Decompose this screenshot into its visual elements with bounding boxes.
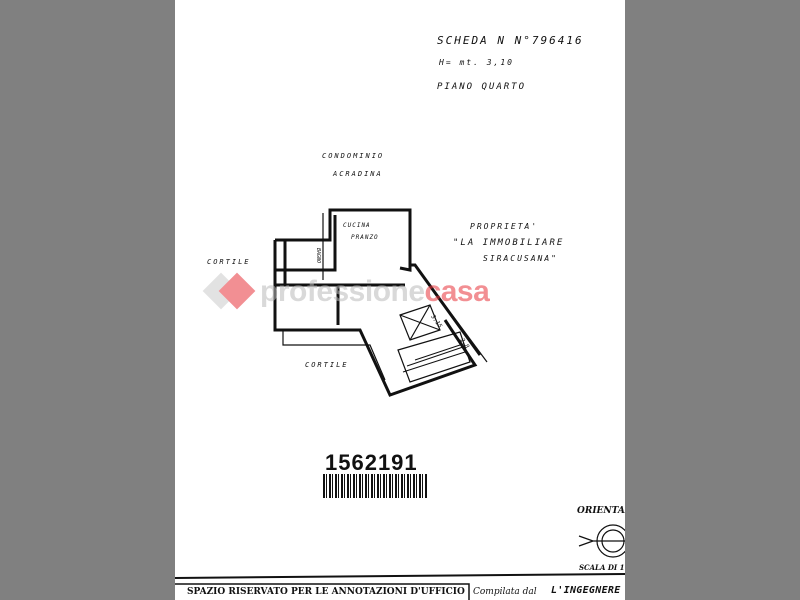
- floor-label: PIANO QUARTO: [437, 82, 527, 92]
- watermark: professionecasa: [200, 270, 490, 314]
- barcode-number: 1562191: [325, 450, 418, 475]
- watermark-text-2: casa: [424, 275, 490, 308]
- floor-plan-sheet: SCHEDA N N°796416 H= mt. 3,10 PIANO QUAR…: [175, 0, 625, 600]
- orientation-label: ORIENTAM: [577, 506, 625, 516]
- label-owner-1: "LA IMMOBILIARE: [453, 238, 565, 248]
- label-proprieta: PROPRIETA': [470, 222, 539, 231]
- compiled-by-value: L'INGEGNERE: [551, 585, 621, 596]
- label-cortile-bottom: CORTILE: [305, 361, 349, 369]
- orientation-compass-icon: [578, 524, 625, 558]
- floor-plan-drawing: [175, 208, 625, 600]
- watermark-text-1: professione: [260, 275, 425, 308]
- scale-label: SCALA DI 1.: [579, 563, 625, 572]
- label-cortile-left: CORTILE: [207, 258, 251, 266]
- label-owner-2: SIRACUSANA": [483, 254, 558, 263]
- label-acradina: ACRADINA: [333, 170, 383, 178]
- label-cucina: CUCINA: [343, 222, 371, 229]
- watermark-logo-icon: [202, 272, 256, 310]
- ceiling-height: H= mt. 3,10: [439, 58, 514, 67]
- scheda-number: SCHEDA N N°796416: [437, 34, 584, 47]
- office-notes-heading: SPAZIO RISERVATO PER LE ANNOTAZIONI D'UF…: [187, 587, 465, 597]
- barcode: [323, 474, 427, 498]
- label-pranzo: PRANZO: [351, 234, 379, 241]
- label-condominio: CONDOMINIO: [322, 152, 385, 160]
- compiled-by-label: Compilata dal: [473, 587, 537, 597]
